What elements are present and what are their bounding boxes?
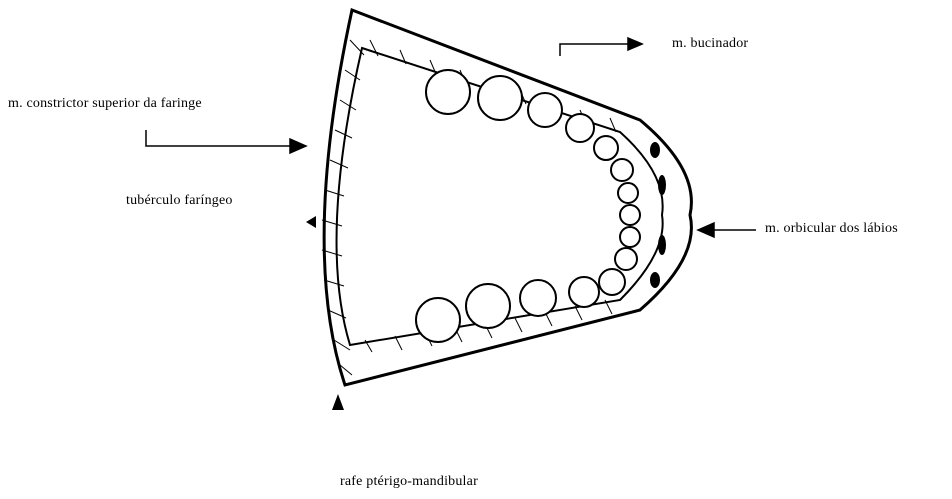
arrow-orbicular bbox=[698, 223, 756, 237]
upper-dental-arch bbox=[426, 70, 640, 225]
tubercle-mark bbox=[306, 216, 316, 228]
arrow-constrictor bbox=[146, 130, 306, 153]
label-bucinador: m. bucinador bbox=[672, 36, 748, 52]
label-constrictor: m. constrictor superior da faringe bbox=[8, 96, 202, 112]
raphe-marker bbox=[332, 394, 344, 410]
constrictor-hatching bbox=[322, 40, 364, 375]
arrow-bucinador bbox=[560, 38, 642, 56]
orbicularis-marks bbox=[650, 142, 666, 288]
lower-dental-arch bbox=[416, 227, 640, 342]
label-rafe: rafe ptérigo-mandibular bbox=[340, 474, 478, 490]
label-orbicular: m. orbicular dos lábios bbox=[765, 221, 898, 237]
label-tuberculo: tubérculo faríngeo bbox=[126, 193, 233, 209]
